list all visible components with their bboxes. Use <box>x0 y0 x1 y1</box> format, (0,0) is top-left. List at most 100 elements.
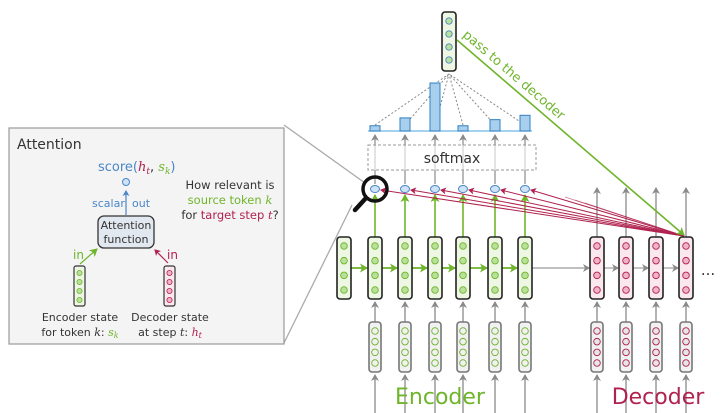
encoder-state-frame <box>427 236 443 300</box>
encoder-embedding-unit <box>521 359 529 367</box>
pass-to-decoder-label: pass to the decoder <box>459 28 568 124</box>
score-node <box>520 185 530 193</box>
decoder-embedding-unit <box>652 359 660 367</box>
encoder-state-unit <box>340 286 348 294</box>
encoder-embedding-unit <box>491 359 499 367</box>
zoom-line-top <box>283 124 366 184</box>
encoder-embedding <box>368 321 382 373</box>
encoder-state-unit <box>431 286 439 294</box>
softmax-label: softmax <box>424 151 481 167</box>
encoder-state-unit <box>340 256 348 265</box>
encoder-state-unit <box>431 256 439 265</box>
attention-weight-bar <box>399 117 411 132</box>
attention-function-label-1: Attention <box>101 219 152 232</box>
encoder-state-unit <box>491 242 499 250</box>
encoder-embedding-unit <box>459 348 467 357</box>
magnifier-icon <box>352 175 389 213</box>
decoder-embedding-unit <box>652 327 660 335</box>
encoder-embedding-frame <box>518 321 532 373</box>
score-node <box>458 185 468 193</box>
decoder-state-unit <box>652 286 660 294</box>
decoder-state-unit <box>593 242 601 250</box>
encoder-embedding-unit <box>491 337 499 346</box>
decoder-embedding-unit <box>652 348 660 357</box>
decoder-state-unit <box>652 271 660 280</box>
out-label: out <box>132 197 151 210</box>
encoder-state <box>336 236 352 300</box>
attention-weight-bar <box>519 114 531 132</box>
decoder-state-unit <box>622 256 630 265</box>
decoder-embedding-unit <box>593 359 601 367</box>
decoder-state-unit <box>593 256 601 265</box>
encoder-state-unit <box>459 242 467 250</box>
encoder-label: Encoder <box>395 385 486 410</box>
decoder-state-unit <box>652 256 660 265</box>
score-node <box>490 185 500 193</box>
decoder-state-frame <box>618 236 634 300</box>
encoder-embedding <box>398 321 412 373</box>
encoder-embedding-unit <box>521 337 529 346</box>
encoder-embedding-unit <box>371 348 379 357</box>
encoder-embedding-unit <box>521 348 529 357</box>
encoder-embedding-unit <box>431 348 439 357</box>
score-node <box>430 185 440 193</box>
decoder-embedding <box>590 321 604 373</box>
encoder-state-unit <box>371 242 379 250</box>
decoder-embedding-unit <box>622 327 630 335</box>
encoder-embedding-frame <box>428 321 442 373</box>
decoder-state-frame <box>589 236 605 300</box>
encoder-embedding-frame <box>456 321 470 373</box>
encoder-state-frame <box>397 236 413 300</box>
attention-panel: Attention score(ht, sk) scalar out Atten… <box>8 127 285 345</box>
decoder-state <box>648 236 664 300</box>
encoder-state-unit <box>401 271 409 280</box>
encoder-embedding-unit <box>371 327 379 335</box>
encoder-embedding-unit <box>459 359 467 367</box>
encoder-state-unit <box>459 256 467 265</box>
score-formula: score(ht, sk) <box>98 160 176 177</box>
encoder-embedding-unit <box>431 337 439 346</box>
encoder-embedding-unit <box>371 359 379 367</box>
question-line-1: How relevant is <box>185 178 274 192</box>
weighted-sum-line <box>448 73 464 126</box>
encoder-embedding-unit <box>401 348 409 357</box>
pass-to-decoder-arrow <box>456 39 685 236</box>
encoder-embedding-frame <box>368 321 382 373</box>
decoder-embedding-unit <box>682 348 690 357</box>
encoder-state-unit <box>401 256 409 265</box>
score-node <box>400 185 410 193</box>
encoder-state-unit <box>431 271 439 280</box>
diagram-nodes <box>336 82 694 373</box>
decoder-embedding <box>619 321 633 373</box>
decoder-embedding-unit <box>682 359 690 367</box>
encoder-in-arrow <box>79 248 98 265</box>
encoder-state <box>487 236 503 300</box>
decoder-to-score-arrow <box>440 187 685 237</box>
score-output-node <box>122 178 130 186</box>
decoder-to-score-arrow <box>500 187 685 237</box>
encoder-embedding-unit <box>401 337 409 346</box>
encoder-embedding-frame <box>488 321 502 373</box>
encoder-state-unit <box>491 271 499 280</box>
weighted-sum-line <box>448 73 526 126</box>
encoder-state-unit <box>521 286 529 294</box>
decoder-embedding-unit <box>652 337 660 346</box>
encoder-embedding-unit <box>459 337 467 346</box>
decoder-state-unit <box>622 242 630 250</box>
decoder-embedding-unit <box>682 337 690 346</box>
encoder-state-unit <box>371 271 379 280</box>
scalar-label: scalar <box>92 197 125 210</box>
encoder-state-unit <box>521 271 529 280</box>
encoder-caption-line-2: for token k: sk <box>41 326 118 340</box>
question-line-3: for target step t? <box>181 208 278 222</box>
encoder-embedding <box>488 321 502 373</box>
decoder-to-score-arrow <box>410 187 685 237</box>
encoder-embedding-unit <box>431 327 439 335</box>
softmax-box <box>367 144 537 171</box>
encoder-embedding-unit <box>401 327 409 335</box>
encoder-embedding-unit <box>459 327 467 335</box>
question-line-2: source token k <box>188 193 273 207</box>
encoder-state-frame <box>517 236 533 300</box>
decoder-state <box>678 236 694 300</box>
encoder-embedding-unit <box>491 327 499 335</box>
